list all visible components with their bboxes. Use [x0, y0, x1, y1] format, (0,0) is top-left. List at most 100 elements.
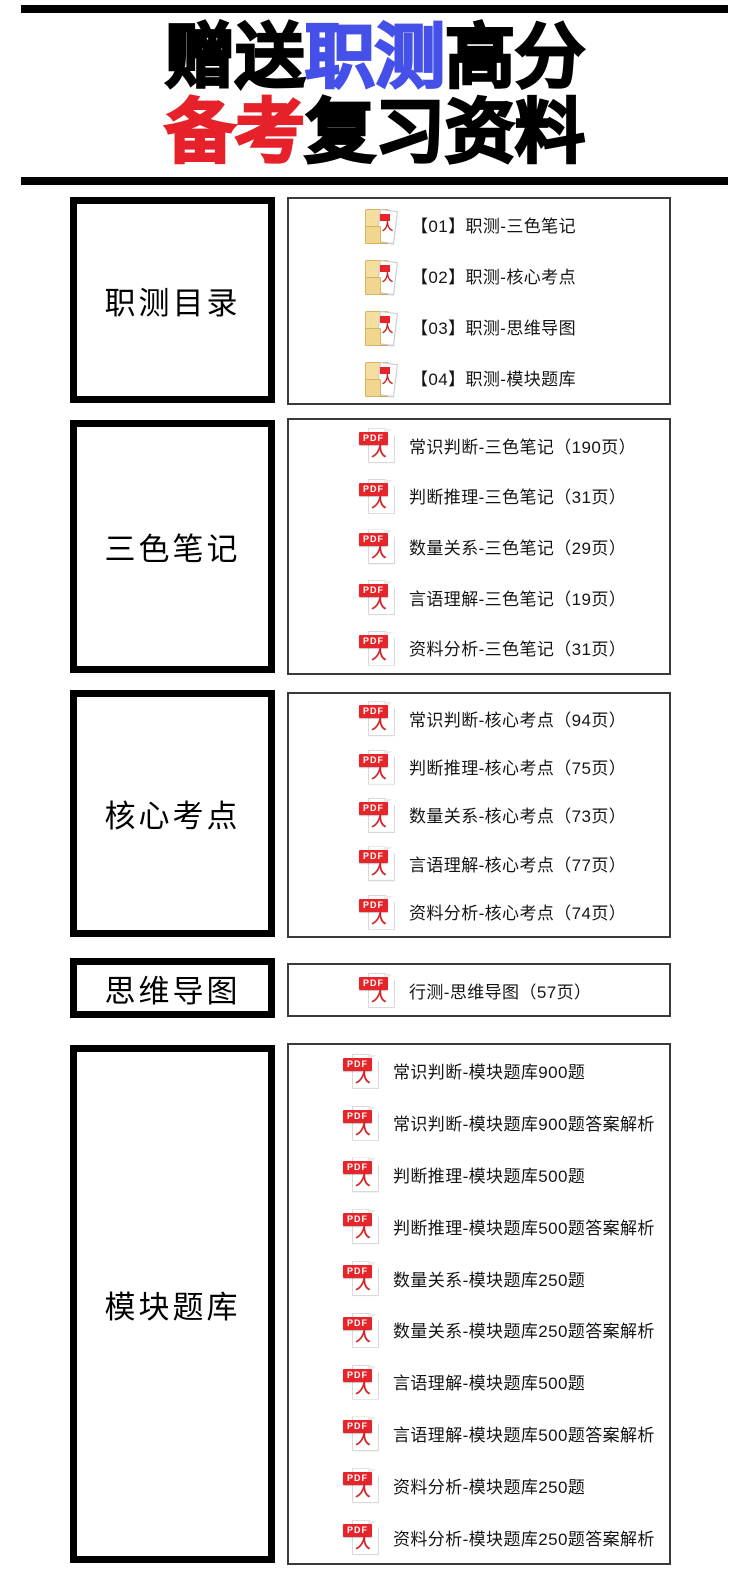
pdf-file-icon: PDF	[343, 1364, 381, 1400]
adobe-reader-glyph	[371, 545, 388, 560]
pdf-file-icon: PDF	[359, 894, 397, 930]
adobe-reader-glyph	[355, 1173, 372, 1188]
pdf-file-icon: PDF	[359, 972, 397, 1008]
pdf-file-icon: PDF	[343, 1260, 381, 1297]
adobe-reader-glyph	[355, 1070, 372, 1085]
pdf-badge: PDF	[359, 584, 388, 598]
list-item: PDF 常识判断-模块题库900题	[289, 1053, 669, 1089]
list-item: PDF 数量关系-三色笔记（29页）	[289, 528, 669, 565]
title-text: 高分	[444, 18, 587, 96]
pdf-badge: PDF	[343, 1524, 372, 1538]
category-box-three-color-notes: 三色笔记	[70, 420, 275, 673]
list-item: PDF 判断推理-模块题库500题	[289, 1156, 669, 1193]
pdf-badge	[380, 264, 390, 272]
pdf-folder-icon	[361, 359, 399, 397]
list-item: PDF 常识判断-核心考点（94页）	[289, 700, 669, 737]
list-item: PDF 行测-思维导图（57页）	[289, 972, 669, 1008]
adobe-reader-glyph	[355, 1329, 372, 1344]
pdf-badge	[380, 366, 390, 374]
category-box-core-points: 核心考点	[70, 690, 275, 937]
pdf-file-icon: PDF	[359, 579, 397, 616]
title-line-1: 赠送职测高分	[0, 18, 750, 96]
adobe-reader-glyph	[355, 1536, 372, 1551]
file-list-catalog: 【01】职测-三色笔记 【02】职测-核心考点 【03】职测-思维导图 【04】…	[287, 197, 671, 405]
list-item: 【03】职测-思维导图	[289, 308, 669, 346]
adobe-reader-glyph	[355, 1432, 372, 1447]
file-name: 【03】职测-思维导图	[411, 319, 576, 338]
adobe-reader-glyph	[355, 1381, 372, 1396]
folder-front	[365, 276, 381, 295]
adobe-reader-glyph	[355, 1277, 372, 1292]
list-item: PDF 数量关系-模块题库250题答案解析	[289, 1312, 669, 1348]
page-title: 赠送职测高分 备考复习资料	[0, 18, 750, 171]
folder-front	[365, 327, 381, 346]
category-box-catalog: 职测目录	[70, 197, 275, 403]
title-text: 复习资料	[304, 93, 587, 171]
pdf-folder-icon	[361, 206, 399, 244]
title-text-blue: 职测	[304, 18, 447, 96]
file-list-three-color-notes: PDF 常识判断-三色笔记（190页） PDF 判断推理-三色笔记（31页） P…	[287, 418, 671, 675]
file-name: 行测-思维导图（57页）	[409, 982, 592, 1002]
file-name: 判断推理-模块题库500题	[393, 1166, 586, 1186]
adobe-reader-glyph	[382, 222, 393, 233]
file-name: 言语理解-三色笔记（19页）	[409, 589, 627, 609]
top-rule	[21, 5, 728, 13]
pdf-file-icon: PDF	[343, 1415, 381, 1452]
file-name: 【02】职测-核心考点	[411, 268, 576, 287]
pdf-badge: PDF	[343, 1316, 372, 1330]
adobe-reader-glyph	[382, 273, 393, 284]
adobe-reader-glyph	[382, 324, 393, 335]
pdf-folder-icon	[361, 257, 399, 295]
file-name: 判断推理-三色笔记（31页）	[409, 488, 627, 508]
pdf-file-icon: PDF	[343, 1467, 381, 1504]
pdf-badge: PDF	[359, 634, 388, 648]
pdf-file-icon: PDF	[359, 749, 397, 785]
list-item: 【01】职测-三色笔记	[289, 206, 669, 244]
file-name: 【01】职测-三色笔记	[411, 217, 576, 236]
list-item: 【02】职测-核心考点	[289, 257, 669, 295]
adobe-reader-glyph	[371, 647, 388, 662]
pdf-file-icon: PDF	[359, 478, 397, 514]
pdf-badge: PDF	[359, 801, 388, 815]
title-line-2: 备考复习资料	[0, 93, 750, 171]
file-name: 资料分析-模块题库250题	[393, 1477, 586, 1497]
pdf-badge: PDF	[359, 705, 388, 719]
list-item: PDF 资料分析-核心考点（74页）	[289, 894, 669, 930]
title-bottom-rule	[21, 177, 728, 185]
file-name: 数量关系-三色笔记（29页）	[409, 538, 627, 558]
list-item: PDF 资料分析-模块题库250题答案解析	[289, 1519, 669, 1556]
title-text: 赠送	[164, 18, 307, 96]
adobe-reader-glyph	[355, 1122, 372, 1137]
pdf-badge: PDF	[343, 1265, 372, 1279]
list-item: PDF 言语理解-三色笔记（19页）	[289, 579, 669, 616]
pdf-file-icon: PDF	[343, 1105, 381, 1141]
adobe-reader-glyph	[355, 1484, 372, 1499]
file-name: 资料分析-模块题库250题答案解析	[393, 1529, 655, 1549]
pdf-file-icon: PDF	[359, 845, 397, 882]
file-list-question-bank: PDF 常识判断-模块题库900题 PDF 常识判断-模块题库900题答案解析 …	[287, 1043, 671, 1565]
pdf-badge	[380, 213, 390, 221]
pdf-folder-icon	[361, 308, 399, 346]
file-name: 数量关系-模块题库250题答案解析	[393, 1322, 655, 1342]
adobe-reader-glyph	[371, 444, 388, 459]
pdf-badge: PDF	[343, 1368, 372, 1382]
file-name: 常识判断-模块题库900题	[393, 1063, 586, 1083]
file-name: 判断推理-核心考点（75页）	[409, 759, 627, 779]
folder-front	[365, 378, 381, 397]
pdf-file-icon: PDF	[359, 797, 397, 833]
category-box-mind-map: 思维导图	[70, 958, 275, 1018]
adobe-reader-glyph	[371, 862, 388, 877]
category-label: 思维导图	[104, 973, 241, 1009]
pdf-file-icon: PDF	[343, 1053, 381, 1089]
file-list-mind-map: PDF 行测-思维导图（57页）	[287, 963, 671, 1017]
list-item: PDF 判断推理-核心考点（75页）	[289, 749, 669, 785]
adobe-reader-glyph	[371, 717, 388, 732]
file-name: 资料分析-三色笔记（31页）	[409, 640, 627, 660]
pdf-badge	[380, 315, 390, 323]
adobe-reader-glyph	[355, 1225, 372, 1240]
adobe-reader-glyph	[371, 989, 388, 1004]
file-name: 言语理解-模块题库500题答案解析	[393, 1425, 655, 1445]
category-label: 核心考点	[104, 799, 241, 834]
pdf-badge: PDF	[343, 1057, 372, 1071]
category-label: 模块题库	[104, 1289, 241, 1325]
